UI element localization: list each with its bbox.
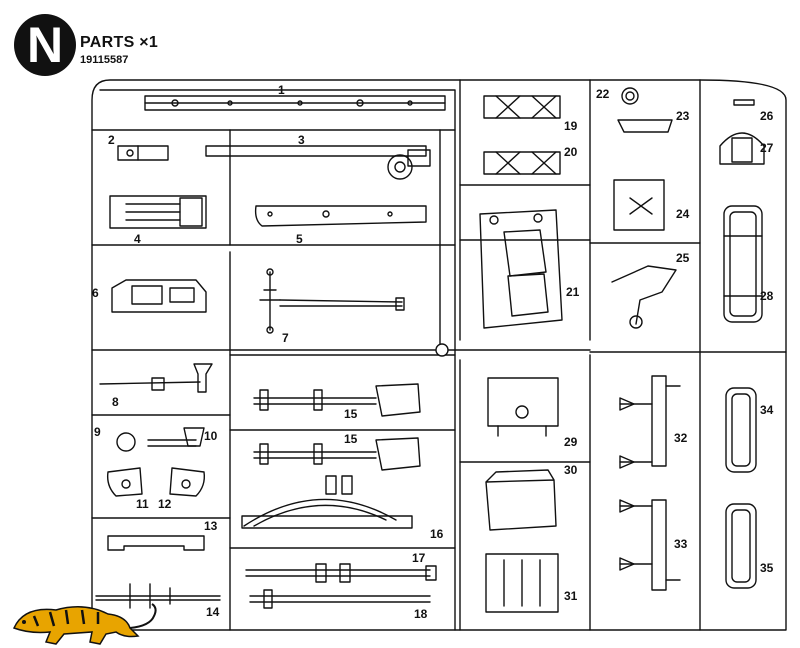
label-part-22: 22 — [596, 87, 610, 101]
label-part-34: 34 — [760, 403, 774, 417]
part-22-reel — [621, 87, 639, 105]
label-part-12: 12 — [158, 497, 172, 511]
part-28-ladder — [723, 205, 763, 323]
part-9-ring — [116, 432, 136, 452]
part-35-frame — [725, 503, 757, 589]
part-12-clamp — [169, 467, 206, 497]
runners-left — [91, 129, 787, 631]
label-part-15-b: 15 — [344, 432, 358, 446]
sprue-hub — [435, 343, 449, 357]
label-part-7: 7 — [282, 331, 289, 345]
part-18-rod — [249, 589, 431, 609]
part-10-tap — [147, 427, 205, 447]
label-part-2: 2 — [108, 133, 115, 147]
label-part-9: 9 — [94, 425, 101, 439]
part-number: 19115587 — [80, 54, 129, 66]
part-19-crate — [483, 95, 561, 119]
part-34-frame — [725, 387, 757, 473]
label-part-18: 18 — [414, 607, 428, 621]
part-29-housing — [487, 377, 559, 437]
part-14-spring — [95, 583, 221, 609]
label-part-11: 11 — [136, 497, 149, 511]
part-17-rod — [245, 563, 437, 583]
label-part-8: 8 — [112, 395, 119, 409]
label-part-31: 31 — [564, 589, 578, 603]
parts-count-label: PARTS ×1 — [80, 34, 159, 51]
label-part-5: 5 — [296, 232, 303, 246]
label-part-33: 33 — [674, 537, 688, 551]
label-part-29: 29 — [564, 435, 578, 449]
label-part-35: 35 — [760, 561, 774, 575]
sprue-frame-inner — [99, 79, 701, 631]
part-11-clamp — [106, 467, 143, 497]
part-32-tree — [619, 375, 681, 469]
label-part-6: 6 — [92, 286, 99, 300]
part-31-box — [485, 553, 559, 613]
sprue-outer-frame — [91, 79, 787, 631]
part-26-pin — [733, 99, 755, 106]
label-part-1: 1 — [278, 83, 285, 97]
part-1-rail — [144, 95, 446, 111]
part-21-panel — [479, 209, 563, 329]
part-20-crate — [483, 151, 561, 175]
part-7-rod — [259, 268, 405, 334]
tiger-logo-icon — [12, 603, 157, 645]
part-27-dome — [719, 132, 765, 165]
label-part-20: 20 — [564, 145, 578, 159]
label-part-26: 26 — [760, 109, 774, 123]
label-part-21: 21 — [566, 285, 580, 299]
label-part-32: 32 — [674, 431, 688, 445]
label-part-30: 30 — [564, 463, 578, 477]
sprue-letter-badge: N — [14, 14, 76, 76]
part-33-tree — [619, 499, 681, 591]
label-part-28: 28 — [760, 289, 774, 303]
label-part-23: 23 — [676, 109, 690, 123]
part-30-tray — [485, 469, 557, 531]
label-part-10: 10 — [204, 429, 218, 443]
part-4-box — [109, 195, 207, 229]
label-part-19: 19 — [564, 119, 578, 133]
part-3-beam — [205, 145, 431, 180]
label-part-25: 25 — [676, 251, 690, 265]
part-16-saw — [241, 475, 413, 529]
label-part-14: 14 — [206, 605, 220, 619]
label-part-16: 16 — [430, 527, 444, 541]
label-part-27: 27 — [760, 141, 774, 155]
label-part-15-a: 15 — [344, 407, 358, 421]
label-part-24: 24 — [676, 207, 690, 221]
part-13-strip — [107, 535, 205, 551]
label-part-4: 4 — [134, 232, 141, 246]
sprue-header: N PARTS ×1 19115587 — [14, 14, 274, 76]
part-25-lever — [611, 265, 677, 329]
part-23-bracket — [617, 119, 673, 133]
part-2-bracket — [117, 145, 169, 161]
part-8-funnel-rod — [99, 363, 213, 393]
part-6-housing — [111, 279, 207, 313]
label-part-3: 3 — [298, 133, 305, 147]
label-part-13: 13 — [204, 519, 218, 533]
part-5-plate — [254, 205, 427, 227]
part-15-shovel-b — [253, 437, 421, 471]
label-part-17: 17 — [412, 551, 426, 565]
part-15-shovel-a — [253, 383, 421, 417]
part-24-frame — [613, 179, 665, 231]
